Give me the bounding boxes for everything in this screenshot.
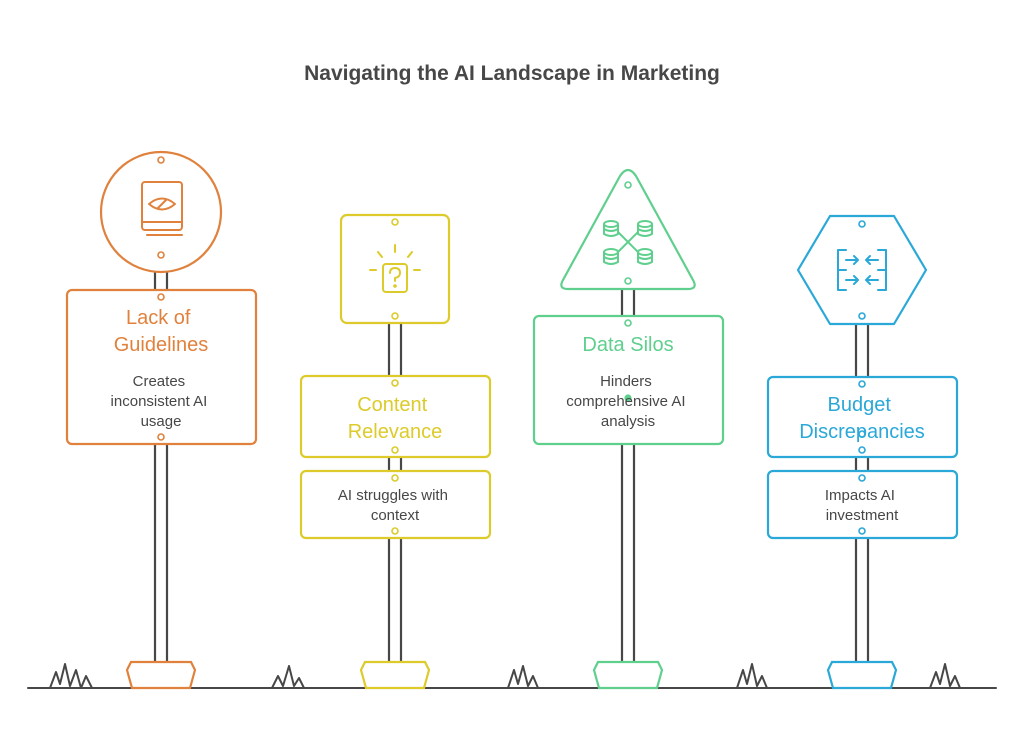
grass-tuft [49, 663, 93, 689]
split-arrows-icon [837, 249, 887, 291]
sign-description: AI struggles with context [338, 487, 452, 524]
rivet [624, 277, 632, 285]
sign-base [359, 660, 431, 690]
database-node [603, 220, 619, 237]
rivet [858, 312, 866, 320]
sign-heading: Budget Discrepancies [799, 394, 925, 443]
rivet [391, 379, 399, 387]
rivet [391, 446, 399, 454]
rivet [858, 527, 866, 535]
rivet [391, 527, 399, 535]
grass-tuft [929, 663, 961, 689]
sign-heading: Content Relevance [348, 394, 443, 443]
rivet [624, 181, 632, 189]
sign-board [65, 288, 258, 446]
sign-lack-of-guidelines: Lack of Guidelines Creates inconsistent … [65, 150, 258, 690]
sign-description: Creates inconsistent AI usage [111, 373, 212, 430]
sign-heading-line: Discrepancies [799, 421, 925, 443]
database-node [637, 248, 653, 265]
sign-description-line: Impacts AI [825, 487, 895, 504]
sign-data-silos: Data Silos Hinders comprehensive AI anal… [532, 168, 725, 690]
rivet [391, 474, 399, 482]
sign-badge-hexagon [796, 214, 928, 326]
sign-board [532, 314, 725, 446]
rivet [858, 220, 866, 228]
database-node [603, 248, 619, 265]
sign-board-secondary [766, 469, 959, 540]
rivet [157, 433, 165, 441]
rivet [624, 319, 632, 327]
rivet [858, 474, 866, 482]
sign-badge-triangle [560, 168, 696, 291]
sign-base [125, 660, 197, 690]
sign-heading-line: Budget [828, 394, 892, 416]
rivet [391, 218, 399, 226]
sign-heading-line: Guidelines [114, 334, 209, 356]
sign-board-secondary [299, 469, 492, 540]
sign-description: Impacts AI investment [825, 487, 899, 524]
sign-heading-line: Relevance [348, 421, 443, 443]
sign-board [299, 374, 492, 459]
sign-description-line: usage [141, 413, 182, 430]
sign-description-line: inconsistent AI [111, 393, 208, 410]
grass-tuft [736, 663, 768, 689]
sign-description-line: AI struggles with [338, 487, 448, 504]
rivet [391, 312, 399, 320]
grass-tuft [271, 665, 305, 689]
sign-description-line: investment [826, 507, 899, 524]
sign-description-line: context [371, 507, 420, 524]
rivet [157, 251, 165, 259]
rivet [858, 446, 866, 454]
sign-badge-circle [99, 150, 223, 274]
sign-budget-discrepancies: Budget Discrepancies Impacts AI investme… [766, 214, 959, 690]
rivet [157, 156, 165, 164]
sign-description-line: comprehensive AI [566, 393, 685, 410]
sign-heading: Data Silos [582, 334, 673, 356]
sign-content-relevance: Content Relevance AI struggles with cont… [299, 213, 492, 690]
sign-heading-line: Lack of [126, 307, 191, 329]
sign-description-line: Creates [133, 373, 186, 390]
sign-heading: Lack of Guidelines [114, 307, 209, 356]
rivet [157, 293, 165, 301]
sign-description-line: analysis [601, 413, 655, 430]
page-title: Navigating the AI Landscape in Marketing [304, 62, 720, 85]
sign-base [592, 660, 664, 690]
sign-board [766, 375, 959, 459]
database-node [637, 220, 653, 237]
sign-description-line: Hinders [600, 373, 652, 390]
question-card-icon [369, 244, 421, 293]
sign-description: Hinders comprehensive AI analysis [566, 373, 689, 430]
rivet [624, 394, 632, 402]
rivet [858, 430, 866, 438]
sign-heading-line: Data Silos [582, 334, 673, 356]
book-eye-icon [141, 181, 183, 236]
sign-heading-line: Content [357, 394, 427, 416]
grass-tuft [507, 665, 539, 689]
rivet [858, 380, 866, 388]
sign-base [826, 660, 898, 690]
database-network-icon [603, 220, 653, 265]
